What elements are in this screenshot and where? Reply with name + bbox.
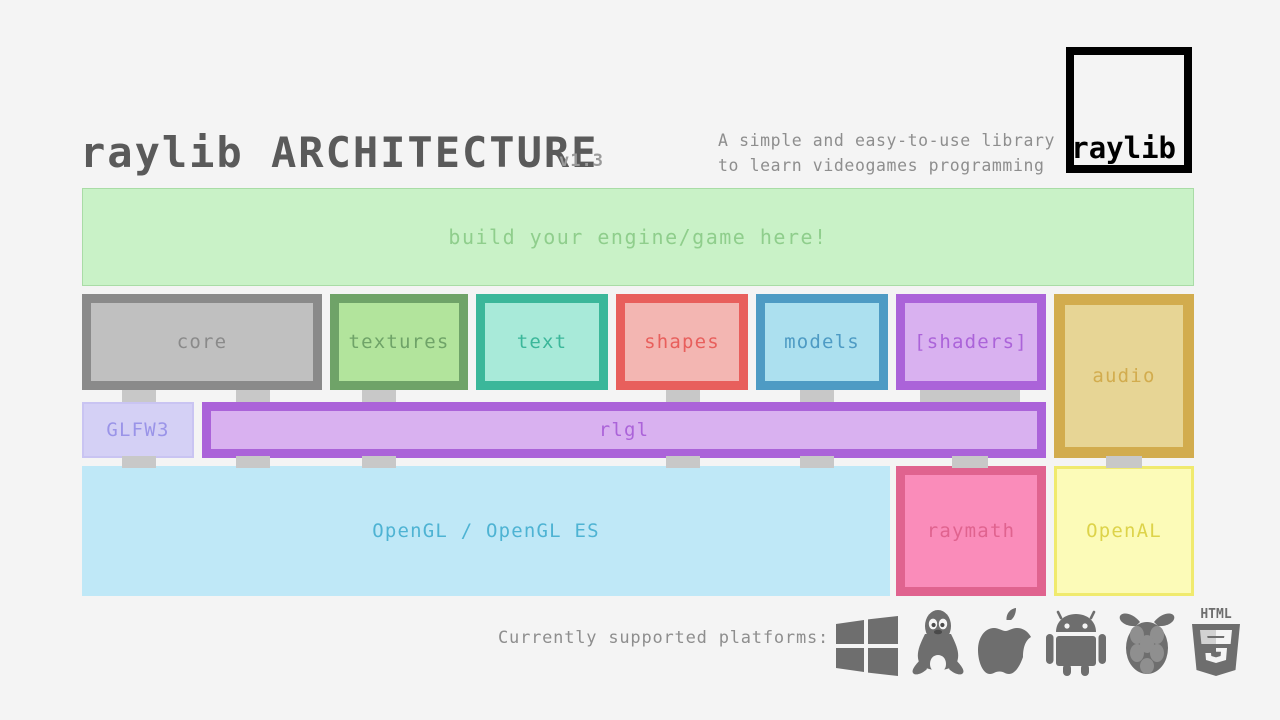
connector-tab xyxy=(1106,456,1142,468)
tagline-line-2: to learn videogames programming xyxy=(718,156,1045,175)
connector-tab xyxy=(362,390,396,402)
connector-tab xyxy=(362,456,396,468)
block-label: shapes xyxy=(644,331,720,353)
html5-icon: HTML xyxy=(1192,607,1240,676)
connector-tab xyxy=(236,456,270,468)
raylib-logo-text: raylib xyxy=(1071,131,1176,165)
connector-tab xyxy=(236,390,270,402)
build-your-game-banner: build your engine/game here! xyxy=(82,188,1194,286)
block-core: core xyxy=(82,294,322,390)
connector-tab xyxy=(122,456,156,468)
connector-tab xyxy=(666,390,700,402)
block-label: OpenGL / OpenGL ES xyxy=(372,520,600,542)
page-title: raylib ARCHITECTURE xyxy=(80,128,599,177)
block-label: GLFW3 xyxy=(106,419,170,441)
connector-tab xyxy=(122,390,156,402)
svg-text:HTML: HTML xyxy=(1200,607,1231,622)
platform-icon-row: HTML xyxy=(836,604,1244,676)
block-label: core xyxy=(176,331,228,353)
block-models: models xyxy=(756,294,888,390)
block-audio: audio xyxy=(1054,294,1194,458)
android-icon xyxy=(1046,610,1106,676)
block-text: text xyxy=(476,294,608,390)
block-label: OpenAL xyxy=(1086,520,1162,542)
version-label: v1.3 xyxy=(559,151,604,171)
block-glfw3: GLFW3 xyxy=(82,402,194,458)
block-label: rlgl xyxy=(598,419,650,441)
connector-tab xyxy=(800,456,834,468)
connector-tab xyxy=(666,456,700,468)
windows-icon xyxy=(836,616,898,676)
tagline-line-1: A simple and easy-to-use library xyxy=(718,131,1056,150)
connector-tab xyxy=(800,390,834,402)
block-label: models xyxy=(784,331,860,353)
tagline: A simple and easy-to-use library to lear… xyxy=(718,128,1055,178)
connector-tab xyxy=(952,456,988,468)
apple-icon xyxy=(978,608,1031,674)
platforms-label: Currently supported platforms: xyxy=(498,628,830,648)
block-label: text xyxy=(516,331,568,353)
block-label: [shaders] xyxy=(914,331,1028,353)
block-shapes: shapes xyxy=(616,294,748,390)
linux-tux-icon xyxy=(912,610,964,675)
block-opengl-opengl-es: OpenGL / OpenGL ES xyxy=(82,466,890,596)
raylib-logo: raylib xyxy=(1066,47,1192,173)
block-openal: OpenAL xyxy=(1054,466,1194,596)
block-label: textures xyxy=(348,331,450,353)
block-shaders: [shaders] xyxy=(896,294,1046,390)
block-raymath: raymath xyxy=(896,466,1046,596)
block-label: raymath xyxy=(926,520,1016,542)
block-textures: textures xyxy=(330,294,468,390)
raspberry-pi-icon xyxy=(1119,613,1175,674)
block-label: audio xyxy=(1092,365,1156,387)
block-rlgl: rlgl xyxy=(202,402,1046,458)
banner-label: build your engine/game here! xyxy=(448,225,828,249)
connector-tab xyxy=(920,390,1020,402)
